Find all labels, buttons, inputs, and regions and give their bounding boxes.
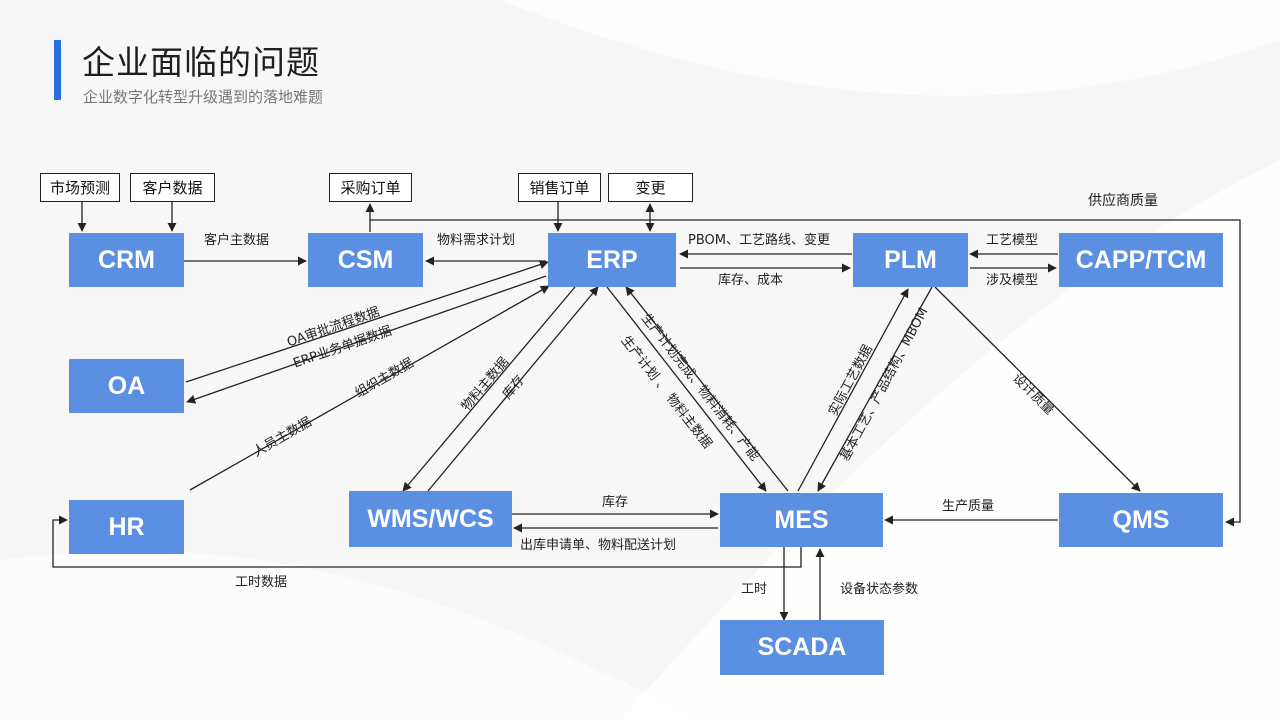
source-purchase-order: 采购订单: [329, 173, 412, 202]
node-qms: QMS: [1059, 493, 1223, 547]
node-plm: PLM: [853, 233, 968, 287]
node-oa: OA: [69, 359, 184, 413]
label-supplier-quality: 供应商质量: [1088, 193, 1158, 209]
source-customer-data: 客户数据: [130, 173, 215, 202]
label-customer-master: 客户主数据: [204, 233, 270, 248]
node-csm: CSM: [308, 233, 423, 287]
label-process-model: 工艺模型: [986, 233, 1039, 248]
page-title: 企业面临的问题: [82, 43, 320, 82]
page-subtitle: 企业数字化转型升级遇到的落地难题: [83, 88, 324, 106]
node-erp: ERP: [548, 233, 676, 287]
label-inventory-cost: 库存、成本: [718, 273, 784, 288]
source-change: 变更: [608, 173, 693, 202]
node-crm: CRM: [69, 233, 184, 287]
node-hr: HR: [69, 500, 184, 554]
label-work-hours: 工时: [741, 582, 768, 597]
node-scada: SCADA: [720, 620, 884, 675]
source-sales-order: 销售订单: [518, 173, 601, 202]
label-equipment-status: 设备状态参数: [840, 582, 919, 597]
label-outbound-delivery: 出库申请单、物料配送计划: [520, 538, 677, 553]
node-capp-tcm: CAPP/TCM: [1059, 233, 1223, 287]
label-work-hours-data: 工时数据: [235, 575, 288, 590]
node-mes: MES: [720, 493, 883, 547]
label-pbom-route-change: PBOM、工艺路线、变更: [688, 233, 830, 248]
label-production-quality: 生产质量: [942, 499, 995, 514]
node-wms-wcs: WMS/WCS: [349, 491, 512, 547]
label-involved-model: 涉及模型: [986, 273, 1039, 288]
label-inventory-mes: 库存: [602, 495, 629, 510]
label-material-requirement-plan: 物料需求计划: [437, 233, 516, 248]
source-market-forecast: 市场预测: [40, 173, 120, 202]
title-accent-bar: [54, 40, 61, 100]
